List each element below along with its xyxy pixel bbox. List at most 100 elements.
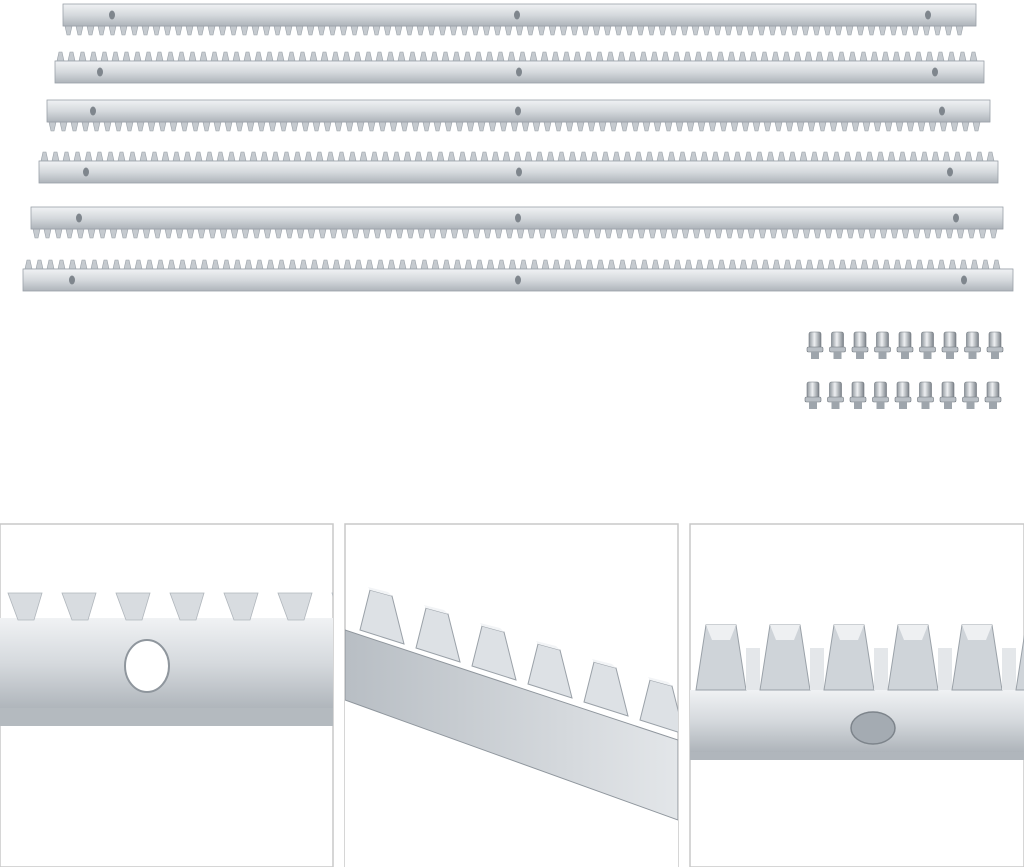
detail-rack-edge xyxy=(0,708,333,726)
bolt xyxy=(827,381,844,409)
bolt xyxy=(962,381,979,409)
bolt-head xyxy=(853,331,867,349)
detail-tooth xyxy=(115,592,151,621)
bolt-washer xyxy=(896,346,914,353)
detail-rack-edge xyxy=(690,752,1024,760)
bolt-washer xyxy=(919,346,936,353)
bolt-head xyxy=(896,381,910,399)
rack-hole xyxy=(932,67,938,77)
bolt-washer xyxy=(984,396,1002,403)
bolt-thread xyxy=(878,352,887,359)
bolt-head xyxy=(898,331,912,349)
detail-rack-body xyxy=(345,629,678,821)
bolt-washer xyxy=(962,396,979,403)
bolt-washer xyxy=(941,346,959,353)
rack-hole xyxy=(516,67,522,77)
gear-rack xyxy=(46,99,991,132)
bolt-washer xyxy=(851,346,869,353)
bolt-thread xyxy=(899,402,907,409)
bolt-thread xyxy=(921,402,930,409)
bolt-thread xyxy=(901,352,909,359)
rack-hole xyxy=(925,10,931,20)
mounting-bolts xyxy=(804,331,1004,409)
bolt-thread xyxy=(946,352,954,359)
bolt-thread xyxy=(968,352,977,359)
bolt-thread xyxy=(831,402,840,409)
bolt xyxy=(917,381,934,409)
bolt-head xyxy=(988,331,1002,349)
rack-teeth xyxy=(39,151,998,162)
gear-rack xyxy=(22,259,1014,292)
bolt-thread xyxy=(944,402,952,409)
rack-hole xyxy=(515,213,521,223)
bolt-washer xyxy=(849,396,867,403)
bolt-thread xyxy=(854,402,862,409)
rack-hole xyxy=(90,106,96,116)
rack-teeth xyxy=(55,51,984,62)
bolt-head xyxy=(829,381,842,399)
detail-tooth xyxy=(61,592,97,621)
bolt xyxy=(806,331,824,359)
rack-teeth xyxy=(63,25,976,36)
bolt-washer xyxy=(806,346,824,353)
bolt-thread xyxy=(876,402,885,409)
bolt-washer xyxy=(917,396,934,403)
bolt xyxy=(964,331,981,359)
rack-hole xyxy=(69,275,75,285)
gear-racks xyxy=(22,3,1014,292)
bolt-thread xyxy=(811,352,819,359)
rack-hole xyxy=(947,167,953,177)
gear-rack xyxy=(38,151,999,184)
bolt xyxy=(804,381,822,409)
detail-tooth xyxy=(223,592,259,621)
rack-hole xyxy=(514,10,520,20)
bolt-thread xyxy=(991,352,999,359)
bolt xyxy=(874,331,891,359)
rack-hole xyxy=(97,67,103,77)
bolt-head xyxy=(921,331,934,349)
bolt-washer xyxy=(939,396,957,403)
bolt-head xyxy=(986,381,1000,399)
bolt xyxy=(919,331,936,359)
rack-hole xyxy=(83,167,89,177)
bolt-head xyxy=(966,331,979,349)
bolt-head xyxy=(943,331,957,349)
bolt xyxy=(986,331,1004,359)
detail-view-angle xyxy=(344,523,679,867)
bolt xyxy=(894,381,912,409)
bolt-thread xyxy=(833,352,842,359)
gear-rack xyxy=(62,3,977,36)
rack-teeth xyxy=(47,121,990,132)
rack-hole xyxy=(939,106,945,116)
detail-tooth xyxy=(1015,634,1024,691)
bolt-head xyxy=(831,331,844,349)
bolt-washer xyxy=(964,346,981,353)
rack-hole xyxy=(953,213,959,223)
bolt-washer xyxy=(894,396,912,403)
bolt-washer xyxy=(874,346,891,353)
detail-tooth xyxy=(331,592,333,597)
detail-hole xyxy=(850,711,896,745)
rack-teeth xyxy=(31,228,1003,239)
bolt-washer xyxy=(986,346,1004,353)
rack-hole xyxy=(109,10,115,20)
bolt-washer xyxy=(827,396,844,403)
bolt-thread xyxy=(966,402,975,409)
bolt-washer xyxy=(829,346,846,353)
detail-view-top xyxy=(689,523,1024,867)
detail-tooth xyxy=(277,592,313,621)
rack-hole xyxy=(515,275,521,285)
bolt xyxy=(896,331,914,359)
bolt-thread xyxy=(809,402,817,409)
bolt xyxy=(941,331,959,359)
bolt-head xyxy=(808,331,822,349)
detail-hole xyxy=(124,639,170,693)
bolt-thread xyxy=(856,352,864,359)
bolt-head xyxy=(964,381,977,399)
bolt xyxy=(829,331,846,359)
rack-teeth xyxy=(23,259,1013,270)
rack-hole xyxy=(76,213,82,223)
bolt-washer xyxy=(804,396,822,403)
bolt-head xyxy=(874,381,887,399)
